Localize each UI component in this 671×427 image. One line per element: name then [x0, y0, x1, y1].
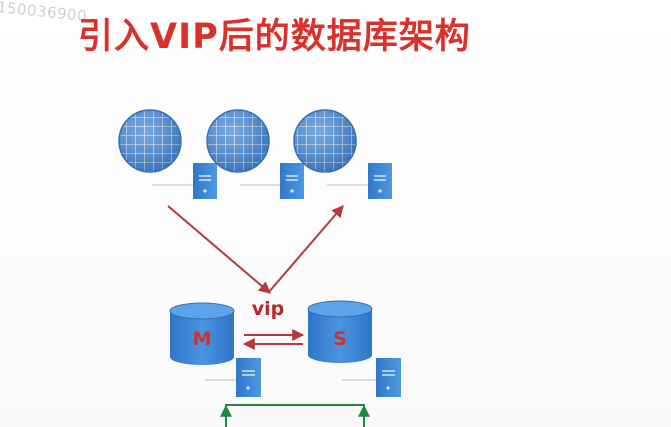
replication-line: [225, 404, 365, 427]
web-node-2: [206, 109, 304, 199]
request-arrow-to-vip: [167, 205, 271, 294]
server-icon: [376, 358, 401, 397]
slide-title: 引入VIP后的数据库架构: [78, 17, 471, 57]
vip-label: vip: [252, 298, 285, 320]
database-icon: [169, 302, 235, 365]
master-label: M: [193, 328, 212, 350]
slave-label: S: [333, 328, 347, 350]
database-icon: [307, 300, 373, 363]
response-arrow-from-vip: [267, 205, 344, 294]
slave-database: S: [307, 300, 401, 397]
server-icon: [236, 358, 261, 397]
master-database: M: [169, 302, 261, 397]
globe-icon: [118, 109, 182, 173]
globe-icon: [293, 109, 357, 173]
server-icon: [280, 163, 304, 199]
server-icon: [193, 163, 217, 199]
web-node-3: [293, 109, 392, 199]
globe-icon: [206, 109, 270, 173]
web-node-1: [118, 109, 217, 199]
server-icon: [368, 163, 392, 199]
